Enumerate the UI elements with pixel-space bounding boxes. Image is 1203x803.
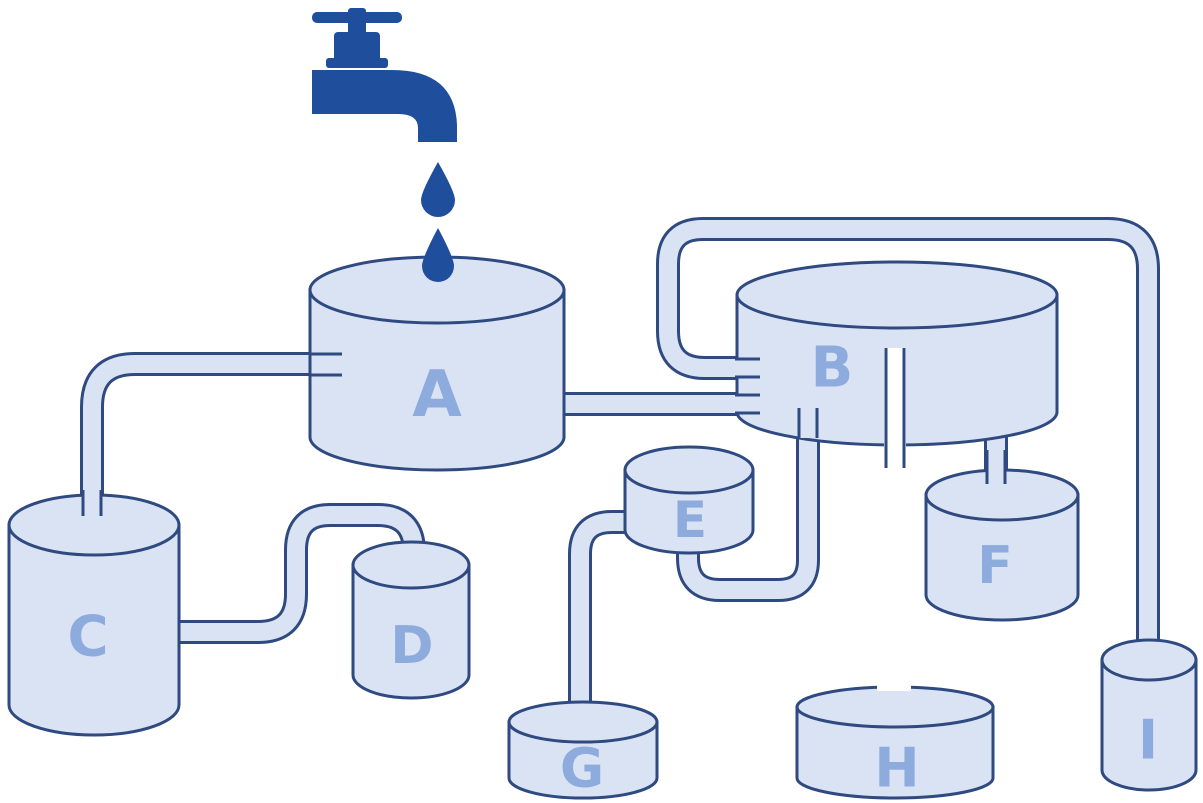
faucet-icon <box>312 8 457 142</box>
tank-c <box>7 490 181 737</box>
tank-label-b: B <box>811 336 854 401</box>
tank-label-i: I <box>1138 709 1158 772</box>
tank-label-d: D <box>390 616 433 676</box>
tank-i <box>1100 638 1198 792</box>
tank-h <box>795 683 995 800</box>
tank-f <box>924 450 1080 622</box>
tank-d <box>351 540 471 700</box>
tank-label-g: G <box>560 737 604 800</box>
tank-label-c: C <box>67 605 108 670</box>
tank-a <box>308 255 566 472</box>
tank-label-f: F <box>977 536 1013 596</box>
tank-g <box>507 700 659 800</box>
pipe-a-c <box>80 352 320 510</box>
tank-label-a: A <box>412 358 462 432</box>
water-drop-icon <box>421 162 455 217</box>
tank-label-e: E <box>673 491 707 549</box>
pipe-joints <box>735 348 906 468</box>
tank-label-h: H <box>874 737 919 800</box>
water-drop-icon <box>422 228 454 282</box>
tank-e <box>623 445 755 555</box>
